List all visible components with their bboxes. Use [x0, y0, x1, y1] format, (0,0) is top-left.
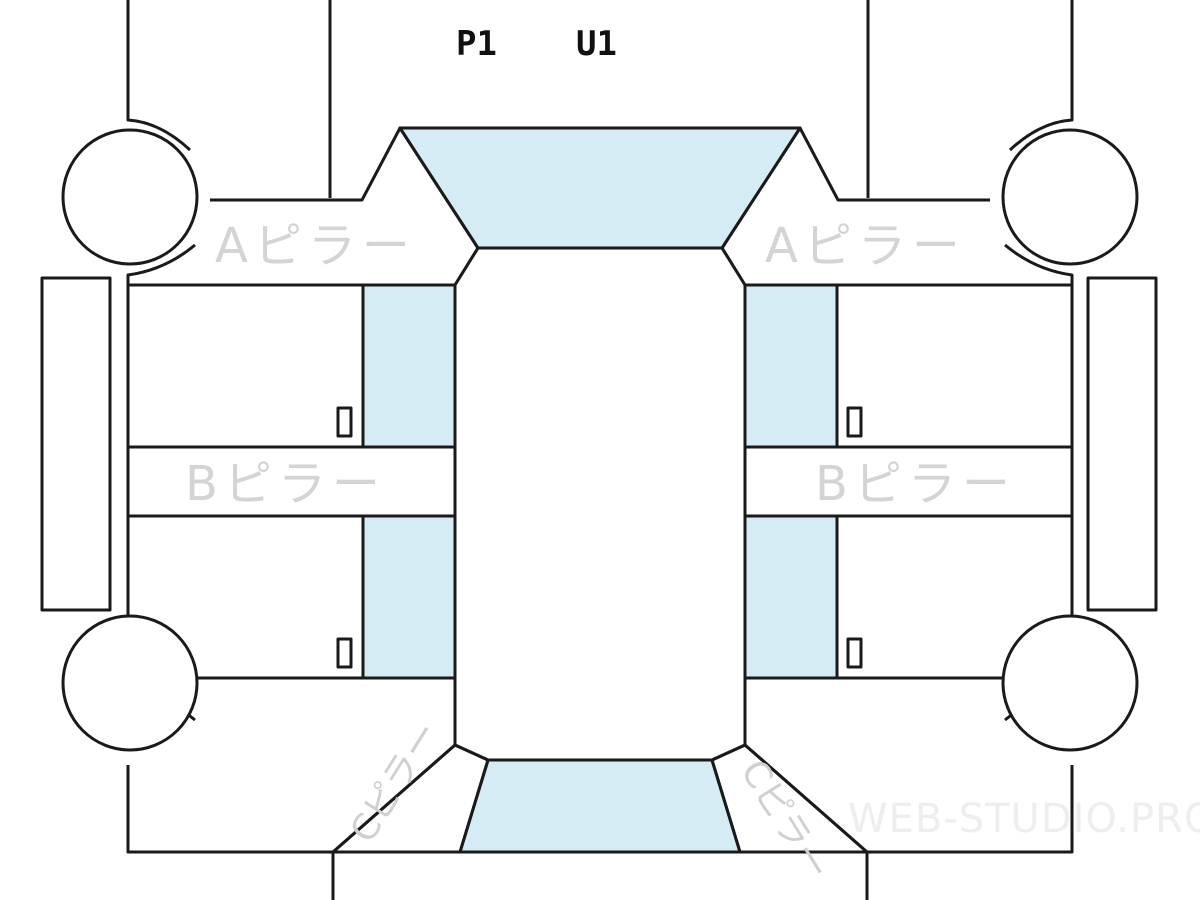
tires — [61, 128, 1139, 752]
label-b-pillar-left: Bピラー — [185, 456, 386, 512]
right-front-door-handle — [846, 406, 863, 438]
tire-front-left — [61, 128, 199, 266]
rear-window — [458, 758, 742, 854]
tire-rear-right — [1001, 614, 1139, 752]
left-side-step — [40, 276, 112, 612]
left-rear-window — [361, 514, 457, 680]
label-a-pillar-left: Aピラー — [215, 218, 416, 274]
label-b-pillar-right: Bピラー — [815, 456, 1016, 512]
code-u: U1 — [576, 24, 617, 64]
front-fenders — [126, 0, 1074, 198]
left-rear-door-handle — [336, 637, 353, 669]
left-front-door-handle — [336, 406, 353, 438]
right-side — [743, 276, 1158, 680]
label-a-pillar-right: Aピラー — [765, 218, 966, 274]
right-front-door — [835, 283, 1074, 449]
left-b-pillar — [126, 445, 457, 518]
right-rear-window — [743, 514, 839, 680]
right-rear-door-handle — [846, 637, 863, 669]
tire-rear-left — [61, 614, 199, 752]
label-c-pillar-right: Cピラー — [732, 753, 837, 888]
roof-panel — [453, 246, 747, 762]
left-front-door — [126, 283, 365, 449]
windshield — [398, 126, 802, 250]
tire-front-right — [1001, 128, 1139, 266]
right-b-pillar — [743, 445, 1074, 518]
right-side-step — [1086, 276, 1158, 612]
left-front-window — [361, 283, 457, 449]
watermark: WEB-STUDIO.PRO — [848, 796, 1200, 842]
code-p: P1 — [456, 24, 497, 64]
right-front-window — [743, 283, 839, 449]
label-c-pillar-left: Cピラー — [343, 715, 448, 850]
